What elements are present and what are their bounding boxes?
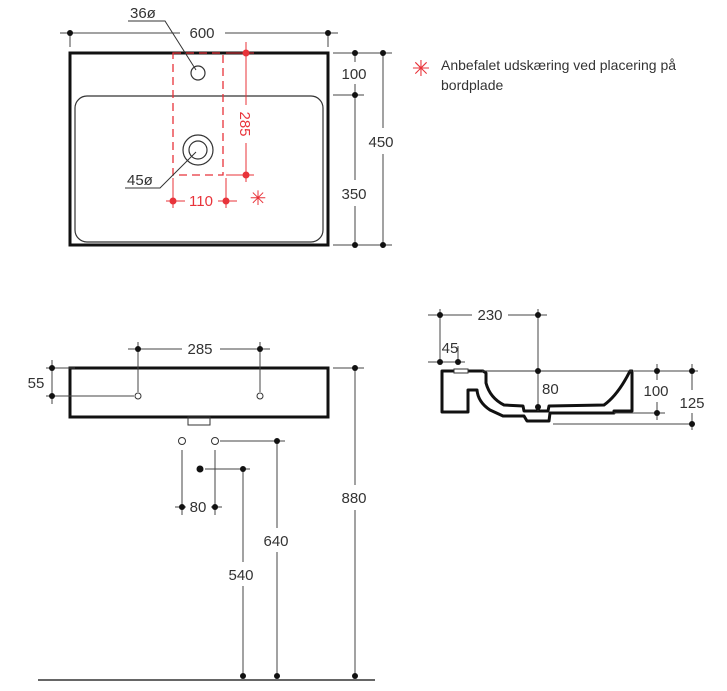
- tap-hole-label: 36ø: [130, 5, 156, 22]
- height-inner-label: 100: [643, 383, 668, 400]
- asterisk-icon: ✳: [250, 188, 267, 210]
- depth-to-drain-label: 230: [477, 307, 502, 324]
- rim-label: 45: [442, 340, 459, 357]
- height-total-label: 125: [679, 395, 704, 412]
- drain-point: [196, 465, 204, 473]
- legend-line-1: Anbefalet udskæring ved placering på: [441, 57, 676, 73]
- drain-label: 45ø: [127, 172, 153, 189]
- front-view: 285 55 80 640 540 880: [28, 341, 375, 681]
- drain-height-label: 540: [228, 567, 253, 584]
- basin-outline: [68, 51, 330, 247]
- cutout-width-label: 110: [189, 193, 213, 210]
- asterisk-icon: ✳: [412, 56, 430, 81]
- cutout-depth-label: 285: [236, 111, 253, 136]
- pipe-height-label: 640: [263, 533, 288, 550]
- basin-front: [68, 366, 330, 419]
- legend: ✳ Anbefalet udskæring ved placering på b…: [412, 56, 676, 93]
- drain-inner: [188, 140, 208, 160]
- depth-front-label: 100: [341, 66, 366, 83]
- pipe-spacing-label: 80: [190, 499, 207, 516]
- depth-basin-label: 350: [341, 186, 366, 203]
- side-view: 230 45 80 100 125: [428, 307, 705, 430]
- bowl-depth-label: 80: [542, 381, 559, 398]
- legend-line-2: bordplade: [441, 77, 503, 93]
- cutout-area: [172, 52, 224, 176]
- hole-spacing-label: 285: [187, 341, 212, 358]
- tap-hole: [190, 65, 206, 81]
- top-view: 600 36ø 45ø 285 110 ✳ 100 350 450: [60, 5, 394, 248]
- depth-total-label: 450: [368, 134, 393, 151]
- total-height-label: 880: [341, 490, 366, 507]
- basin-bowl: [74, 95, 324, 243]
- thickness-label: 55: [28, 375, 45, 392]
- waste-outlet: [187, 416, 211, 426]
- section-profile: [440, 369, 634, 423]
- width-label: 600: [189, 25, 214, 42]
- drain-outer: [182, 134, 214, 166]
